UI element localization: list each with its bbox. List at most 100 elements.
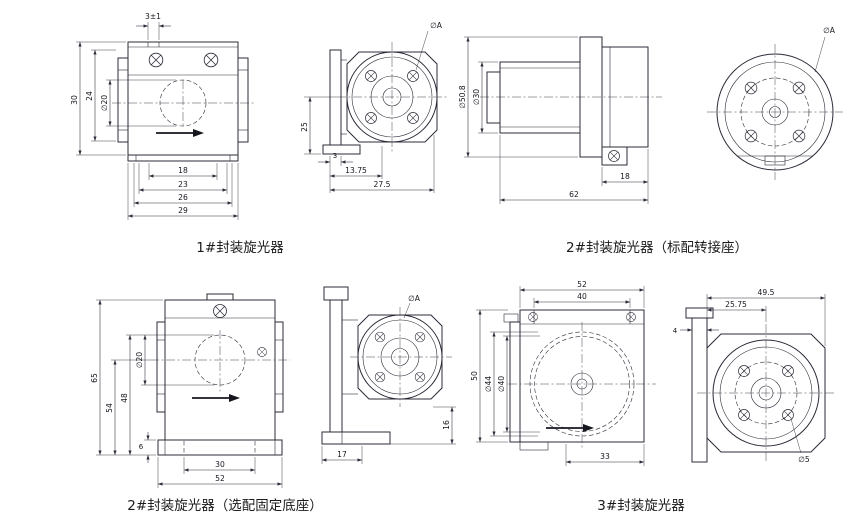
caption-drawing-2: 2#封装旋光器（标配转接座） xyxy=(566,239,748,256)
d4-side-dimensions: 49.5 25.75 4 ∅5 xyxy=(673,288,826,464)
d4-left-hook xyxy=(503,313,519,323)
d3-base-plate xyxy=(157,439,283,456)
d2-face-view: ∅A xyxy=(707,26,843,180)
d3-front-dimensions: 65 54 48 ∅20 6 30 52 xyxy=(90,299,283,488)
screw-icon xyxy=(365,112,377,124)
d2-cylinder-body xyxy=(499,61,581,134)
d1-front-dimensions: 3±1 30 24 ∅20 18 23 26 xyxy=(70,12,239,220)
d3-left-tab xyxy=(156,321,166,413)
d1-flange-outline xyxy=(346,51,438,143)
dim-d2-dia-a: ∅A xyxy=(823,26,836,35)
screw-icon xyxy=(782,365,794,377)
dim-d1-height-outer: 30 xyxy=(70,95,79,105)
dim-d1-t275: 27.5 xyxy=(374,180,391,189)
dim-d3-w52: 52 xyxy=(215,474,225,483)
screw-icon xyxy=(407,112,419,124)
screw-icon xyxy=(148,52,164,68)
dim-d1-w29: 29 xyxy=(178,206,188,215)
screw-icon xyxy=(407,70,419,82)
dim-d3-aperture: ∅20 xyxy=(135,352,144,368)
dim-d1-aperture: ∅20 xyxy=(100,95,109,111)
screw-icon xyxy=(528,312,538,322)
d3-base-foot xyxy=(321,431,391,445)
dim-d1-dia-a: ∅A xyxy=(430,21,443,30)
screw-icon xyxy=(626,312,636,322)
drawing-4-rotator: 52 40 50 ∅44 ∅40 33 xyxy=(470,280,835,514)
dim-d4-h50: 50 xyxy=(470,371,479,381)
d4-front-view xyxy=(503,309,656,451)
screw-icon xyxy=(744,129,758,143)
d3-front-view xyxy=(150,293,290,456)
screw-icon xyxy=(414,371,426,383)
drawing-1-rotator: 3±1 30 24 ∅20 18 23 26 xyxy=(70,12,447,256)
dim-d1-t1375: 13.75 xyxy=(345,166,367,175)
d4-bottom-step xyxy=(519,441,549,451)
d4-mount-plate xyxy=(691,317,708,463)
d3-side-view xyxy=(321,286,452,445)
dim-d1-w23: 23 xyxy=(178,180,188,189)
dim-d4-w2575: 25.75 xyxy=(725,300,747,309)
screw-icon xyxy=(374,371,386,383)
dim-d4-dia40: ∅40 xyxy=(497,376,506,392)
drawing-2-rotator-adapter: ∅50.8 ∅30 18 62 xyxy=(458,26,843,256)
caption-drawing-3: 2#封装旋光器（选配固定底座） xyxy=(127,498,322,514)
screw-icon xyxy=(374,331,386,343)
dim-d4-w40: 40 xyxy=(577,292,587,301)
dim-d1-axis-height: 25 xyxy=(300,122,309,132)
screw-icon xyxy=(203,52,219,68)
screw-icon xyxy=(738,409,750,421)
dim-d4-dia5: ∅5 xyxy=(798,455,810,464)
dim-d4-dia44: ∅44 xyxy=(484,376,493,392)
dim-d3-w17: 17 xyxy=(337,450,347,459)
d1-side-dimensions: ∅A 25 3 13.75 27.5 xyxy=(300,21,443,193)
d2-side-dimensions: ∅50.8 ∅30 18 62 xyxy=(458,36,649,204)
beam-direction-arrow xyxy=(545,423,595,433)
dim-d3-height-inner: 48 xyxy=(120,393,129,403)
beam-direction-arrow xyxy=(155,128,205,138)
dim-d4-w33: 33 xyxy=(600,452,610,461)
screw-icon xyxy=(213,304,227,318)
d4-left-plate xyxy=(509,321,521,443)
caption-drawing-4: 3#封装旋光器 xyxy=(597,498,685,514)
d1-front-view xyxy=(112,41,254,162)
d1-bracket-foot xyxy=(322,144,361,155)
screw-icon xyxy=(792,129,806,143)
beam-direction-arrow xyxy=(191,393,241,403)
dim-d2-w18: 18 xyxy=(620,172,630,181)
dim-d1-height-inner: 24 xyxy=(85,91,94,101)
d3-right-tab xyxy=(274,321,284,413)
d2-face-outer-circle xyxy=(716,53,834,171)
dim-d1-t3: 3 xyxy=(333,152,337,160)
caption-drawing-1: 1#封装旋光器 xyxy=(196,240,284,256)
screw-icon xyxy=(365,70,377,82)
dim-d4-plate4: 4 xyxy=(673,327,678,335)
screw-icon xyxy=(738,365,750,377)
dim-d2-dia-body: ∅30 xyxy=(472,89,481,105)
dim-d1-w18: 18 xyxy=(178,166,188,175)
d1-right-tab xyxy=(237,57,249,143)
dim-d3-height-axis: 54 xyxy=(105,403,114,413)
d3-flange-outline xyxy=(357,314,443,400)
screw-icon xyxy=(414,331,426,343)
screw-icon xyxy=(257,347,267,357)
drawing-3-rotator-base: 65 54 48 ∅20 6 30 52 xyxy=(90,286,456,514)
d4-side-view xyxy=(685,307,835,463)
dim-d3-base-thickness: 6 xyxy=(139,443,144,451)
d2-port-foot xyxy=(601,146,628,166)
d1-bracket-plate xyxy=(329,49,342,146)
dim-d1-top-offset: 3±1 xyxy=(145,12,161,21)
d4-front-dimensions: 52 40 50 ∅44 ∅40 33 xyxy=(470,280,645,466)
dim-d4-w52: 52 xyxy=(577,280,587,289)
dim-d3-dia-a: ∅A xyxy=(408,294,421,303)
d1-side-view xyxy=(322,42,447,155)
d2-end-cap xyxy=(486,71,501,124)
screw-icon xyxy=(782,409,794,421)
screw-icon xyxy=(744,81,758,95)
d2-side-view xyxy=(480,36,662,166)
d4-mount-lip xyxy=(685,307,714,319)
dim-d3-height-outer: 65 xyxy=(90,373,99,383)
d1-left-tab xyxy=(117,57,129,143)
dim-d4-w495: 49.5 xyxy=(758,288,775,297)
d3-bracket-lip xyxy=(323,286,349,301)
